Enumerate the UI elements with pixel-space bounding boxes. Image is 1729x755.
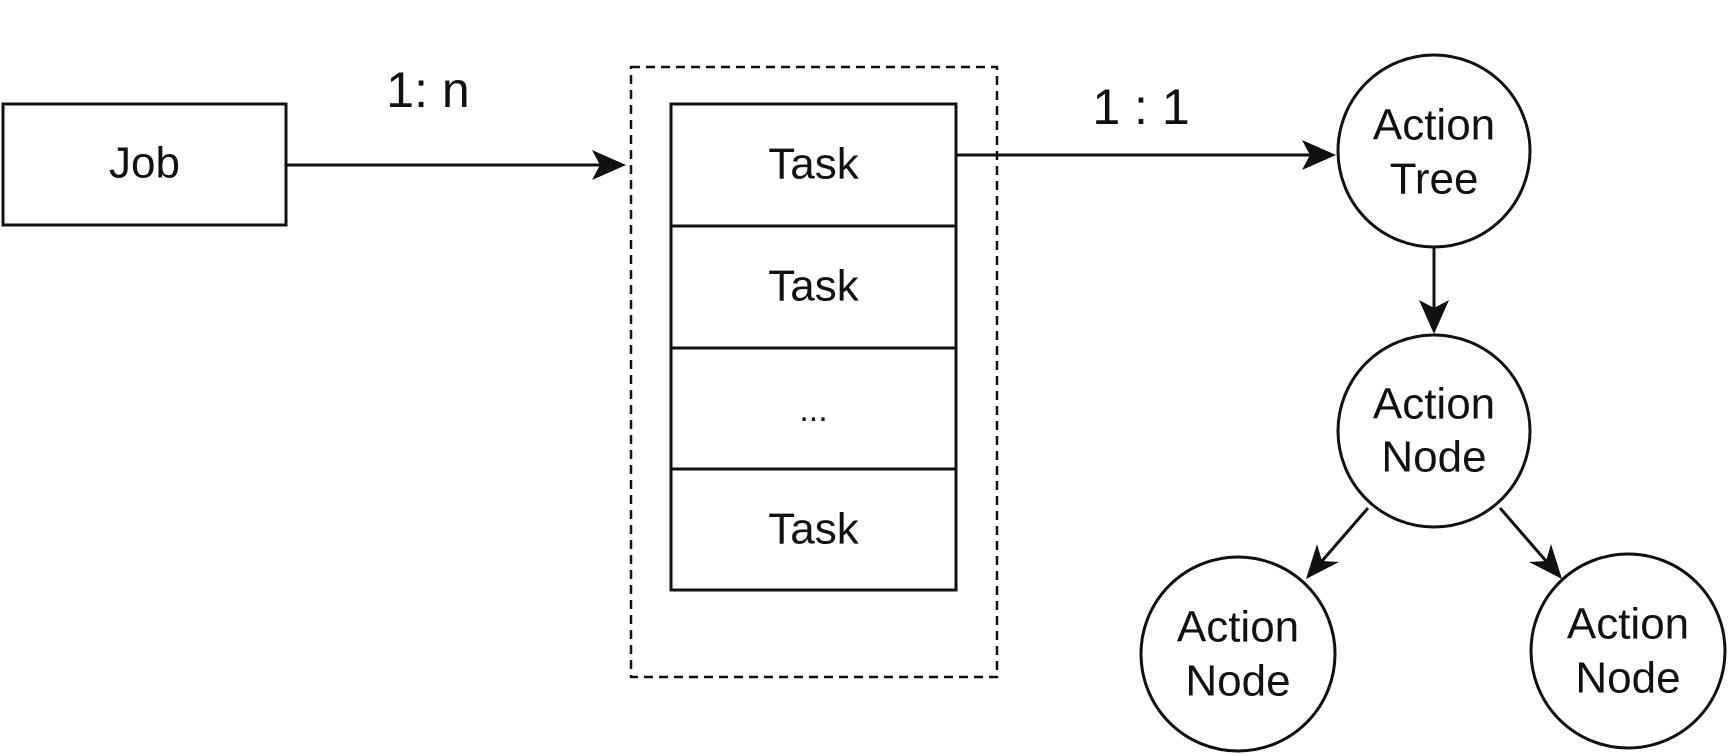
task-item[interactable]: Task: [669, 224, 958, 350]
task-label: Task: [768, 262, 859, 311]
arrowhead-icon: [1419, 300, 1449, 334]
action-node-label-line1: Action: [1177, 603, 1299, 652]
action-node-label-line2: Node: [1381, 433, 1486, 482]
node-to-left-child-edge: [1306, 507, 1370, 579]
task-label: ...: [799, 391, 827, 429]
task-group-container: [629, 65, 999, 679]
action-node-root[interactable]: Action Node: [1336, 333, 1532, 529]
arrowhead-icon: [592, 150, 626, 180]
node-to-right-child-edge: [1498, 507, 1562, 579]
task-label: Task: [768, 505, 859, 554]
arrowhead-icon: [1302, 140, 1336, 170]
task-to-tree-edge: [956, 140, 1336, 170]
arrowhead-icon: [1306, 544, 1339, 579]
task-item[interactable]: Task: [669, 102, 958, 228]
action-node-label-line1: Action: [1567, 600, 1689, 649]
tree-to-node-edge: [1419, 248, 1449, 334]
relation-task-tree-label: 1 : 1: [1092, 79, 1189, 135]
action-node-left[interactable]: Action Node: [1139, 555, 1337, 753]
action-tree-node[interactable]: Action Tree: [1336, 53, 1532, 249]
action-node-label-line2: Node: [1185, 657, 1290, 706]
task-label: Task: [768, 140, 859, 189]
action-node-right[interactable]: Action Node: [1529, 552, 1727, 750]
relation-job-tasks-label: 1: n: [386, 62, 469, 118]
job-label: Job: [109, 139, 180, 188]
action-tree-label-line2: Tree: [1390, 155, 1479, 204]
task-list: Task Task ... Task: [669, 102, 958, 592]
job-to-tasks-edge: [286, 150, 626, 180]
action-node-label-line2: Node: [1575, 654, 1680, 703]
job-node[interactable]: Job: [1, 102, 288, 227]
action-node-label-line1: Action: [1373, 380, 1495, 429]
task-item[interactable]: Task: [669, 467, 958, 592]
arrowhead-icon: [1529, 544, 1562, 579]
task-item-ellipsis[interactable]: ...: [669, 346, 958, 471]
action-tree-label-line1: Action: [1373, 101, 1495, 150]
